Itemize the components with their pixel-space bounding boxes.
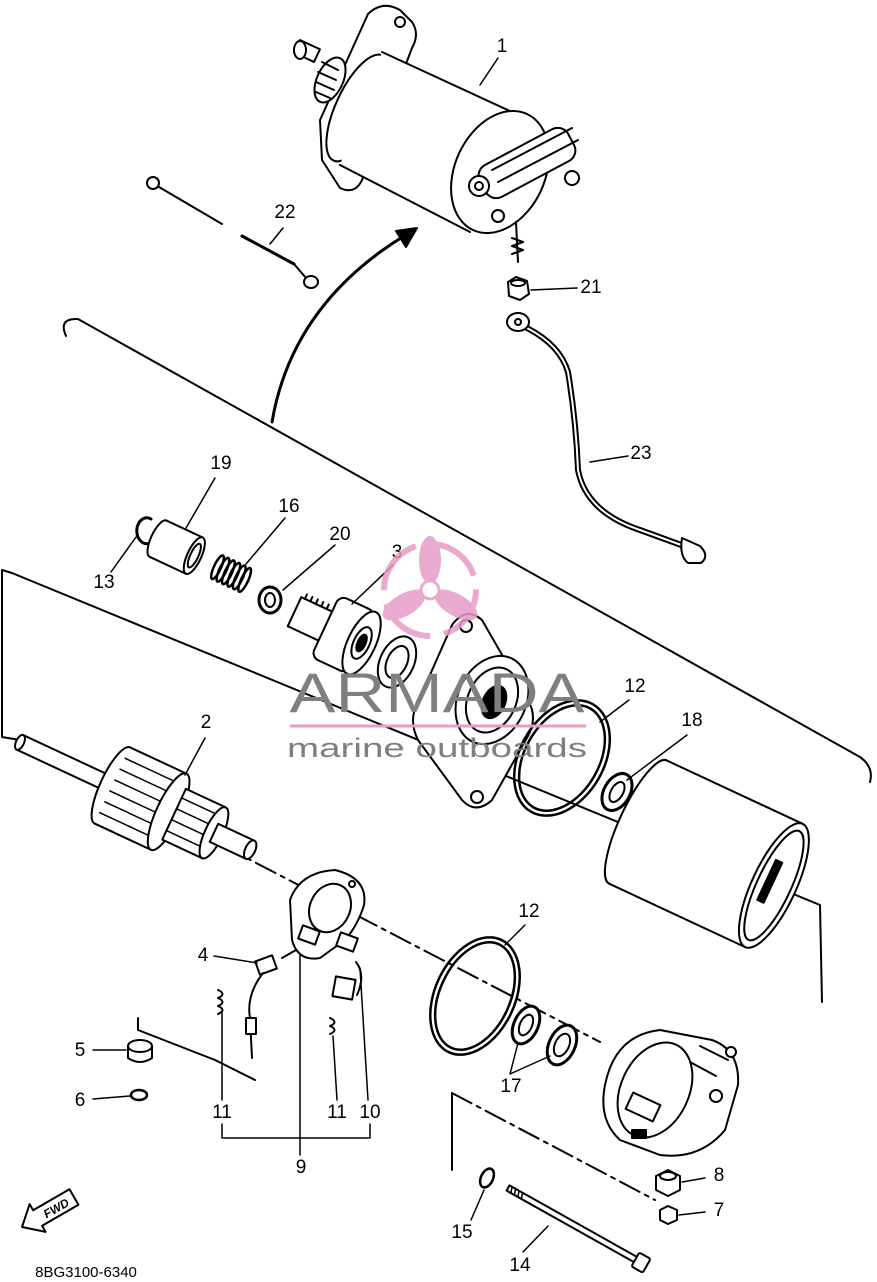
washers-17 xyxy=(510,1004,579,1067)
brush-spring-11-right xyxy=(329,1017,336,1035)
callout-12-lower: 12 xyxy=(518,901,539,922)
watermark-brand: ARMADA xyxy=(290,661,586,724)
callout-7: 7 xyxy=(714,1200,725,1221)
spring-16 xyxy=(209,554,253,594)
o-ring-15 xyxy=(478,1167,496,1189)
lead-wire-22 xyxy=(146,176,319,289)
yoke-housing xyxy=(603,758,810,949)
clutch-assembly-3 xyxy=(286,593,382,676)
cap-5 xyxy=(127,1039,153,1063)
callout-13: 13 xyxy=(93,572,114,593)
callout-10: 10 xyxy=(359,1102,380,1123)
watermark-tagline: marine outboards xyxy=(287,733,587,763)
nut-8 xyxy=(655,1169,681,1197)
callout-4: 4 xyxy=(198,945,209,966)
callout-22: 22 xyxy=(274,202,295,223)
assembly-arrow xyxy=(270,227,418,424)
propeller-logo-icon xyxy=(381,536,479,639)
armature-2 xyxy=(14,733,258,861)
o-ring-12-lower xyxy=(429,936,521,1056)
washer-18 xyxy=(600,772,634,812)
brush-holder-plate-9 xyxy=(289,869,366,960)
callout-21: 21 xyxy=(580,277,601,298)
bushing-19 xyxy=(146,519,206,575)
callout-23: 23 xyxy=(630,443,651,464)
callout-8: 8 xyxy=(714,1165,725,1186)
callout-17: 17 xyxy=(500,1076,521,1097)
o-ring-12-upper xyxy=(512,699,612,817)
callout-12-upper: 12 xyxy=(624,676,645,697)
callout-1: 1 xyxy=(497,36,508,57)
nut-21 xyxy=(507,276,530,301)
nut-7 xyxy=(659,1205,678,1225)
through-bolt-14 xyxy=(505,1184,651,1274)
callout-14: 14 xyxy=(509,1255,531,1276)
washer-20 xyxy=(257,585,283,615)
rear-end-cover xyxy=(602,1029,740,1157)
callout-6: 6 xyxy=(75,1090,86,1111)
callout-labels: 1 22 21 23 19 16 20 3 13 12 18 2 12 4 5 … xyxy=(75,36,725,1276)
brush-spring-11-left xyxy=(217,989,224,1015)
callout-9: 9 xyxy=(296,1157,307,1178)
brush-4 xyxy=(245,949,297,1059)
callout-18: 18 xyxy=(681,710,702,731)
callout-5: 5 xyxy=(75,1040,86,1061)
callout-2: 2 xyxy=(201,712,212,733)
battery-lead-23 xyxy=(506,312,707,564)
washer xyxy=(376,635,418,689)
leader-lines xyxy=(92,57,706,1253)
washer-6 xyxy=(129,1088,149,1102)
callout-3: 3 xyxy=(392,542,403,563)
callout-11-left: 11 xyxy=(212,1102,232,1123)
watermark: ARMADA marine outboards xyxy=(287,536,587,763)
callout-19: 19 xyxy=(210,453,231,474)
callout-16: 16 xyxy=(278,496,299,517)
diagram-part-code: 8BG3100-6340 xyxy=(35,1264,137,1281)
callout-20: 20 xyxy=(329,524,350,545)
front-bracket xyxy=(412,613,534,809)
callout-15: 15 xyxy=(451,1222,472,1243)
callout-11-right: 11 xyxy=(327,1102,347,1123)
starter-motor-assembly xyxy=(293,4,580,263)
